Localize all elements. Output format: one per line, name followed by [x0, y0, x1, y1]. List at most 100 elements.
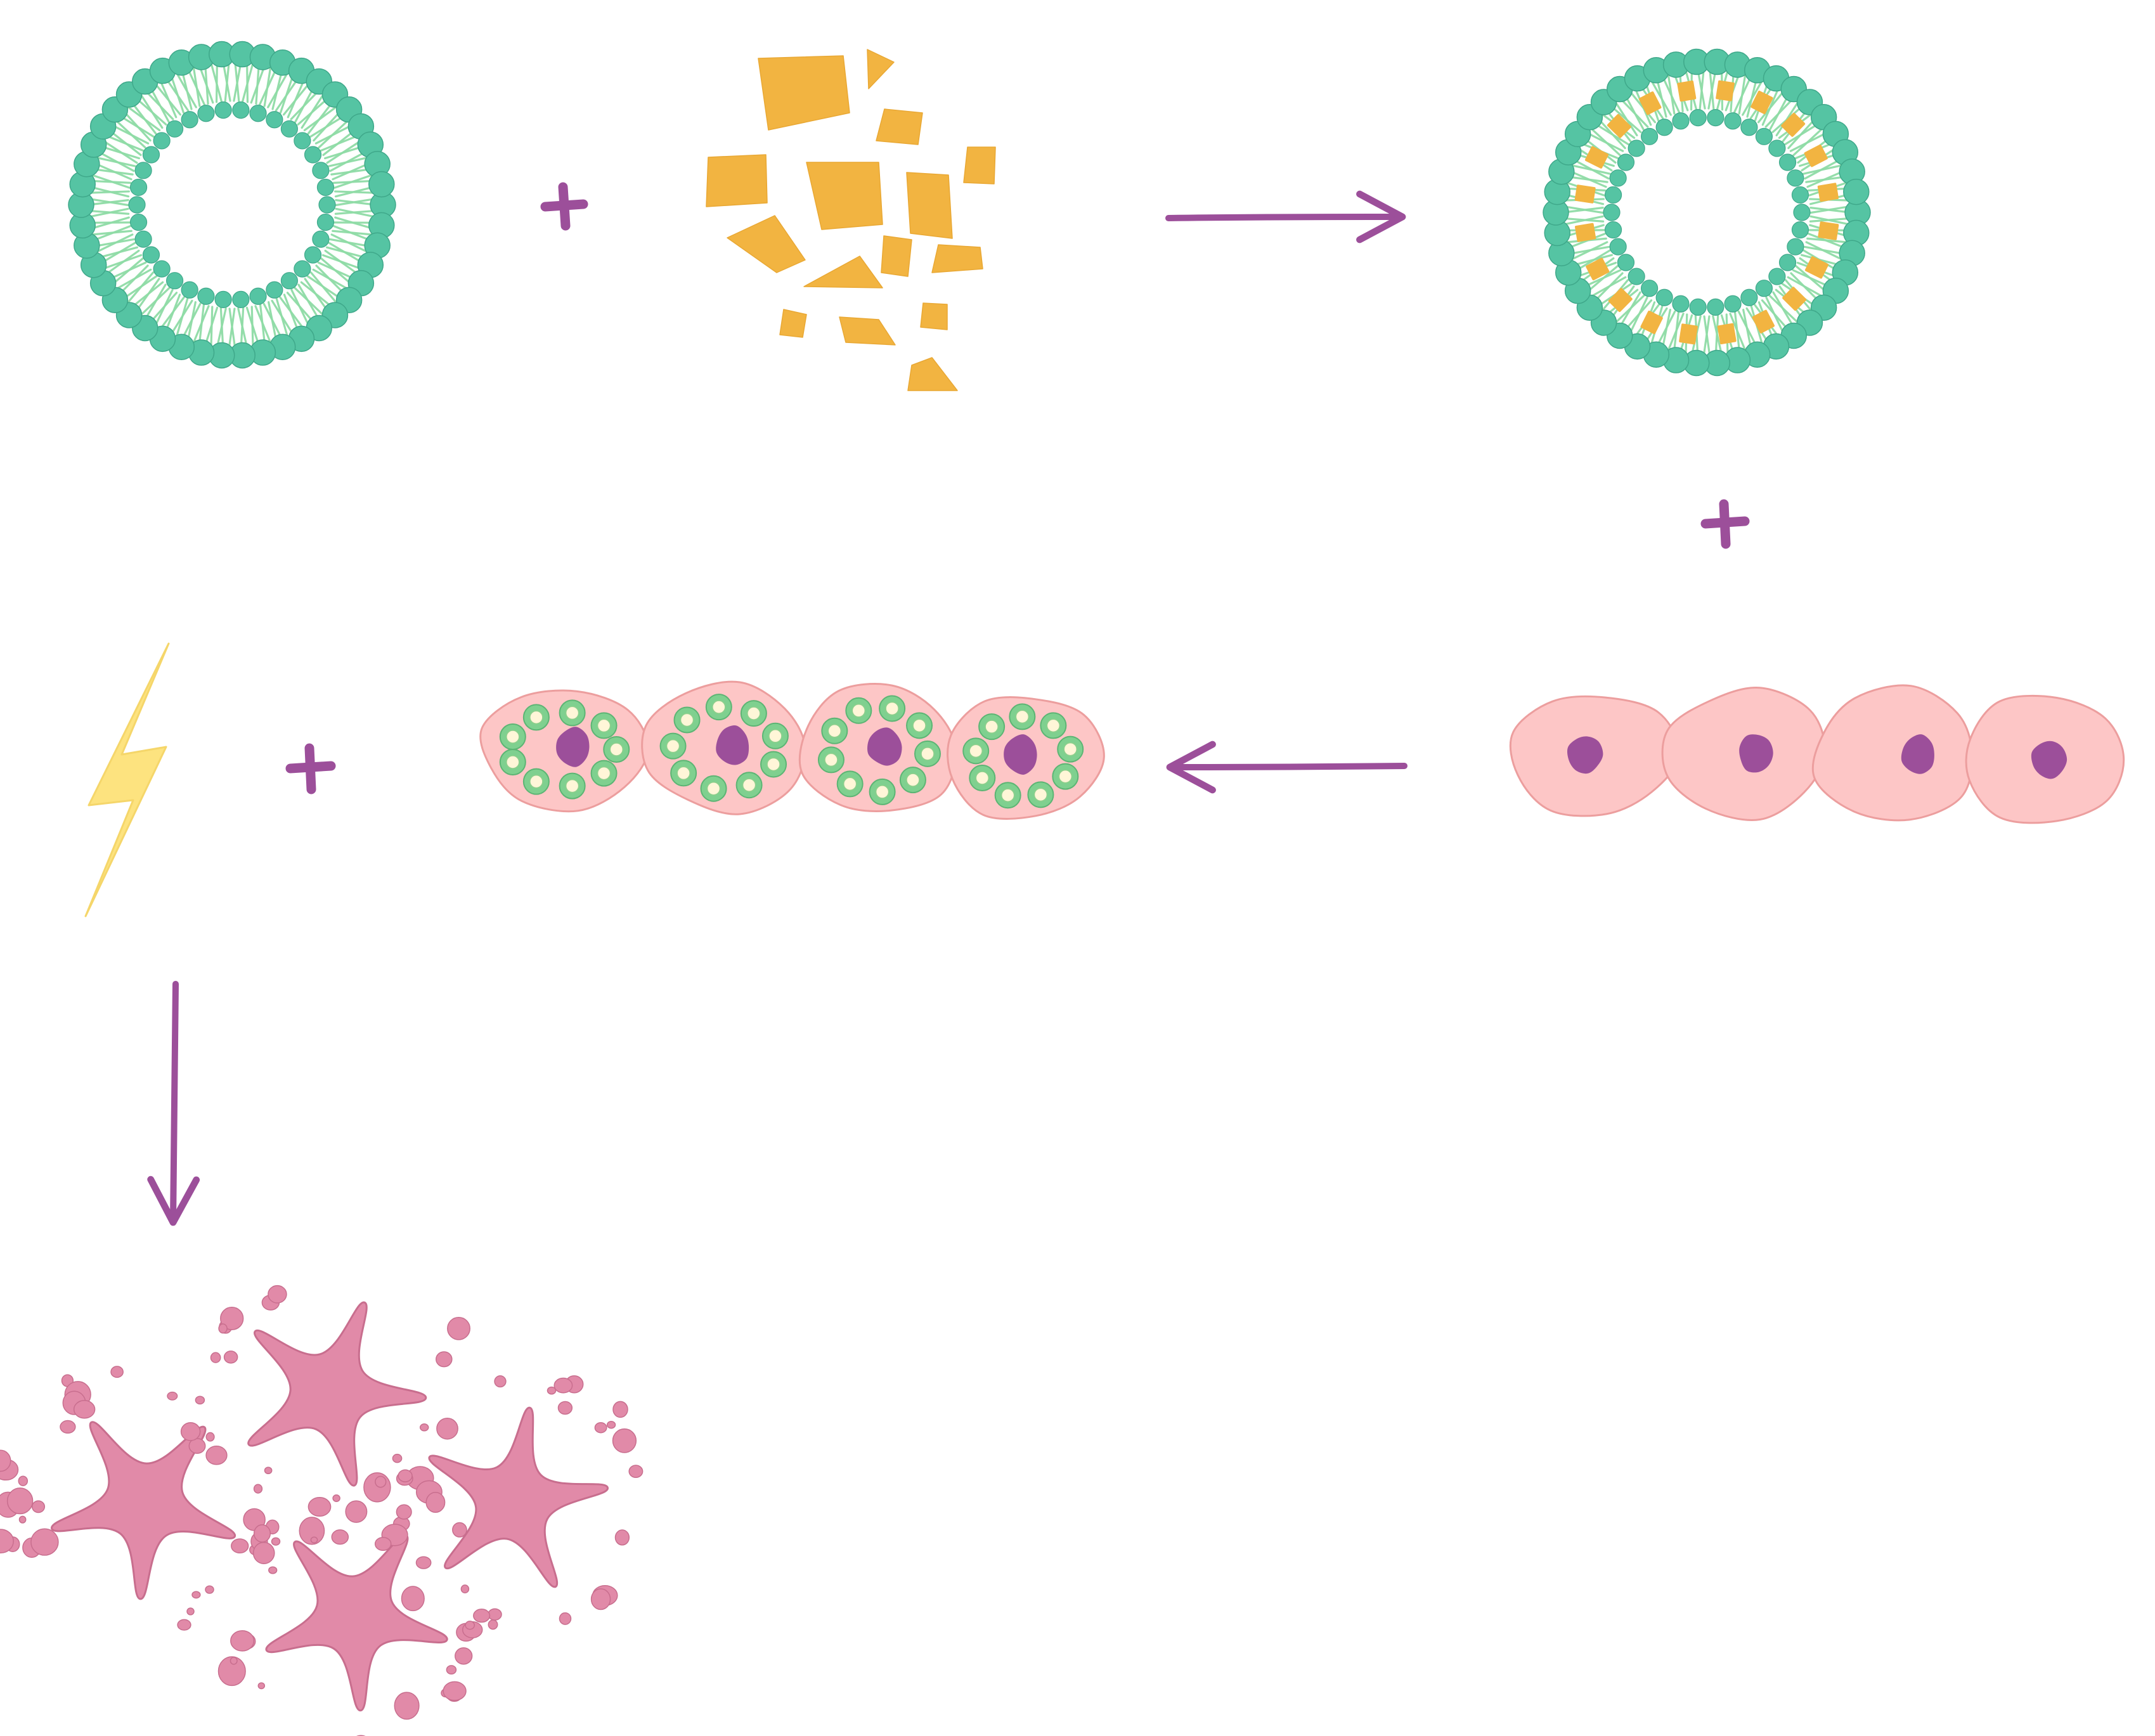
arrow-down [147, 981, 200, 1226]
lipid-tail [108, 129, 142, 157]
lipid-tail [268, 301, 278, 342]
cell-debris [436, 1417, 458, 1440]
cell-debris [606, 1420, 616, 1429]
lipid-tail [1807, 232, 1847, 249]
lipid-tail [224, 60, 230, 102]
lipid-head-inner [1672, 112, 1690, 130]
cell-debris [375, 1475, 387, 1488]
drug-molecule [1608, 288, 1633, 313]
lipid-tail [335, 207, 376, 218]
lipid-tail [1583, 269, 1622, 288]
lipid-head-inner [142, 246, 160, 264]
internalized-liposome-core [565, 779, 579, 793]
cell-debris [217, 1656, 246, 1687]
cell-debris [167, 1391, 178, 1401]
lipid-tail [1733, 311, 1741, 353]
drug-molecule [1640, 310, 1663, 335]
lipid-tail [1707, 68, 1717, 110]
cell-debris [612, 1428, 637, 1453]
cell-nucleus [1004, 734, 1037, 775]
lipid-tail [1809, 215, 1851, 226]
lipid-tail [94, 238, 135, 247]
lipid-tail [122, 110, 152, 142]
lipid-head-inner [318, 196, 336, 214]
lipid-tail [1733, 75, 1752, 113]
cell-debris [218, 1323, 228, 1334]
cell-debris [73, 1400, 96, 1419]
lipid-head-inner [1724, 295, 1742, 313]
cell-debris [392, 1453, 403, 1463]
internalized-liposome-core [969, 744, 983, 758]
lipid-head-outer [1843, 178, 1870, 205]
lipid-head-inner [181, 111, 198, 129]
cell-debris [6, 1487, 34, 1515]
drug-fragment [907, 357, 958, 391]
empty-liposome [68, 41, 396, 369]
cell-debris [547, 1386, 557, 1395]
lipid-tail [327, 157, 369, 167]
cell-nucleus [556, 727, 590, 767]
cell-debris [180, 1422, 201, 1441]
lipid-head-inner [129, 213, 148, 231]
lipid-head-inner [1609, 169, 1627, 187]
lipid-tail [1589, 276, 1627, 298]
lipid-tail [102, 139, 138, 164]
cell-debris [553, 1377, 573, 1394]
lipid-tail [267, 72, 289, 108]
cell-debris [488, 1608, 502, 1621]
lipid-head-inner [1628, 139, 1645, 157]
cell-nucleus [1901, 734, 1934, 774]
destroyed-cells [0, 1285, 644, 1736]
internalized-liposome-core [565, 706, 579, 720]
lipid-head-inner [249, 287, 267, 305]
fragmented-cell [428, 1406, 609, 1588]
drug-molecule [1586, 257, 1610, 281]
lipid-tail [259, 67, 278, 106]
lipid-tail [1667, 313, 1685, 352]
lipid-tail [259, 304, 266, 346]
lipid-head-inner [280, 272, 298, 290]
lipid-head-inner [1724, 112, 1742, 130]
cell-debris [473, 1609, 491, 1623]
cell-debris [612, 1401, 628, 1418]
drug-fragments [706, 49, 996, 391]
lipid-head-inner [129, 178, 148, 197]
lipid-tail [283, 294, 300, 333]
lipid-head-inner [316, 213, 335, 231]
cell-debris [268, 1566, 278, 1574]
internalized-liposome-core [906, 773, 920, 787]
internalized-liposome-core [676, 766, 690, 781]
cell-debris [186, 1607, 195, 1616]
lipid-tail [303, 105, 338, 132]
healthy-cell [1811, 684, 1974, 822]
drug-molecule [1751, 90, 1773, 115]
cell-debris [419, 1423, 429, 1432]
lipid-tail [233, 60, 242, 102]
cell-debris [31, 1500, 46, 1513]
lipid-tail [1789, 132, 1827, 152]
lipid-tail [315, 264, 346, 295]
cell-debris [394, 1692, 420, 1720]
drug-molecule [1574, 223, 1596, 242]
cell-debris [455, 1647, 473, 1665]
lipid-tail [309, 271, 338, 304]
cell-nucleus [2031, 741, 2068, 779]
lipid-tail [304, 278, 329, 313]
drug-molecule [1782, 287, 1807, 311]
internalized-liposome-core [875, 785, 890, 799]
cells-with-liposomes [479, 680, 1105, 820]
lightning-icon [84, 642, 170, 917]
lipid-tail [149, 292, 178, 324]
lipid-tail [330, 233, 369, 253]
lipid-tail [98, 246, 138, 259]
lipid-head-inner [304, 246, 322, 264]
lipid-tail [1699, 68, 1705, 110]
lipid-tail [131, 101, 157, 135]
lipid-tail [1784, 122, 1820, 146]
lipid-tail [131, 281, 164, 309]
internalized-liposome-core [767, 757, 780, 772]
lipid-tail [115, 119, 146, 149]
drug-molecule [1638, 91, 1662, 115]
drug-molecule [1804, 256, 1829, 279]
lipid-tail [1562, 217, 1605, 223]
